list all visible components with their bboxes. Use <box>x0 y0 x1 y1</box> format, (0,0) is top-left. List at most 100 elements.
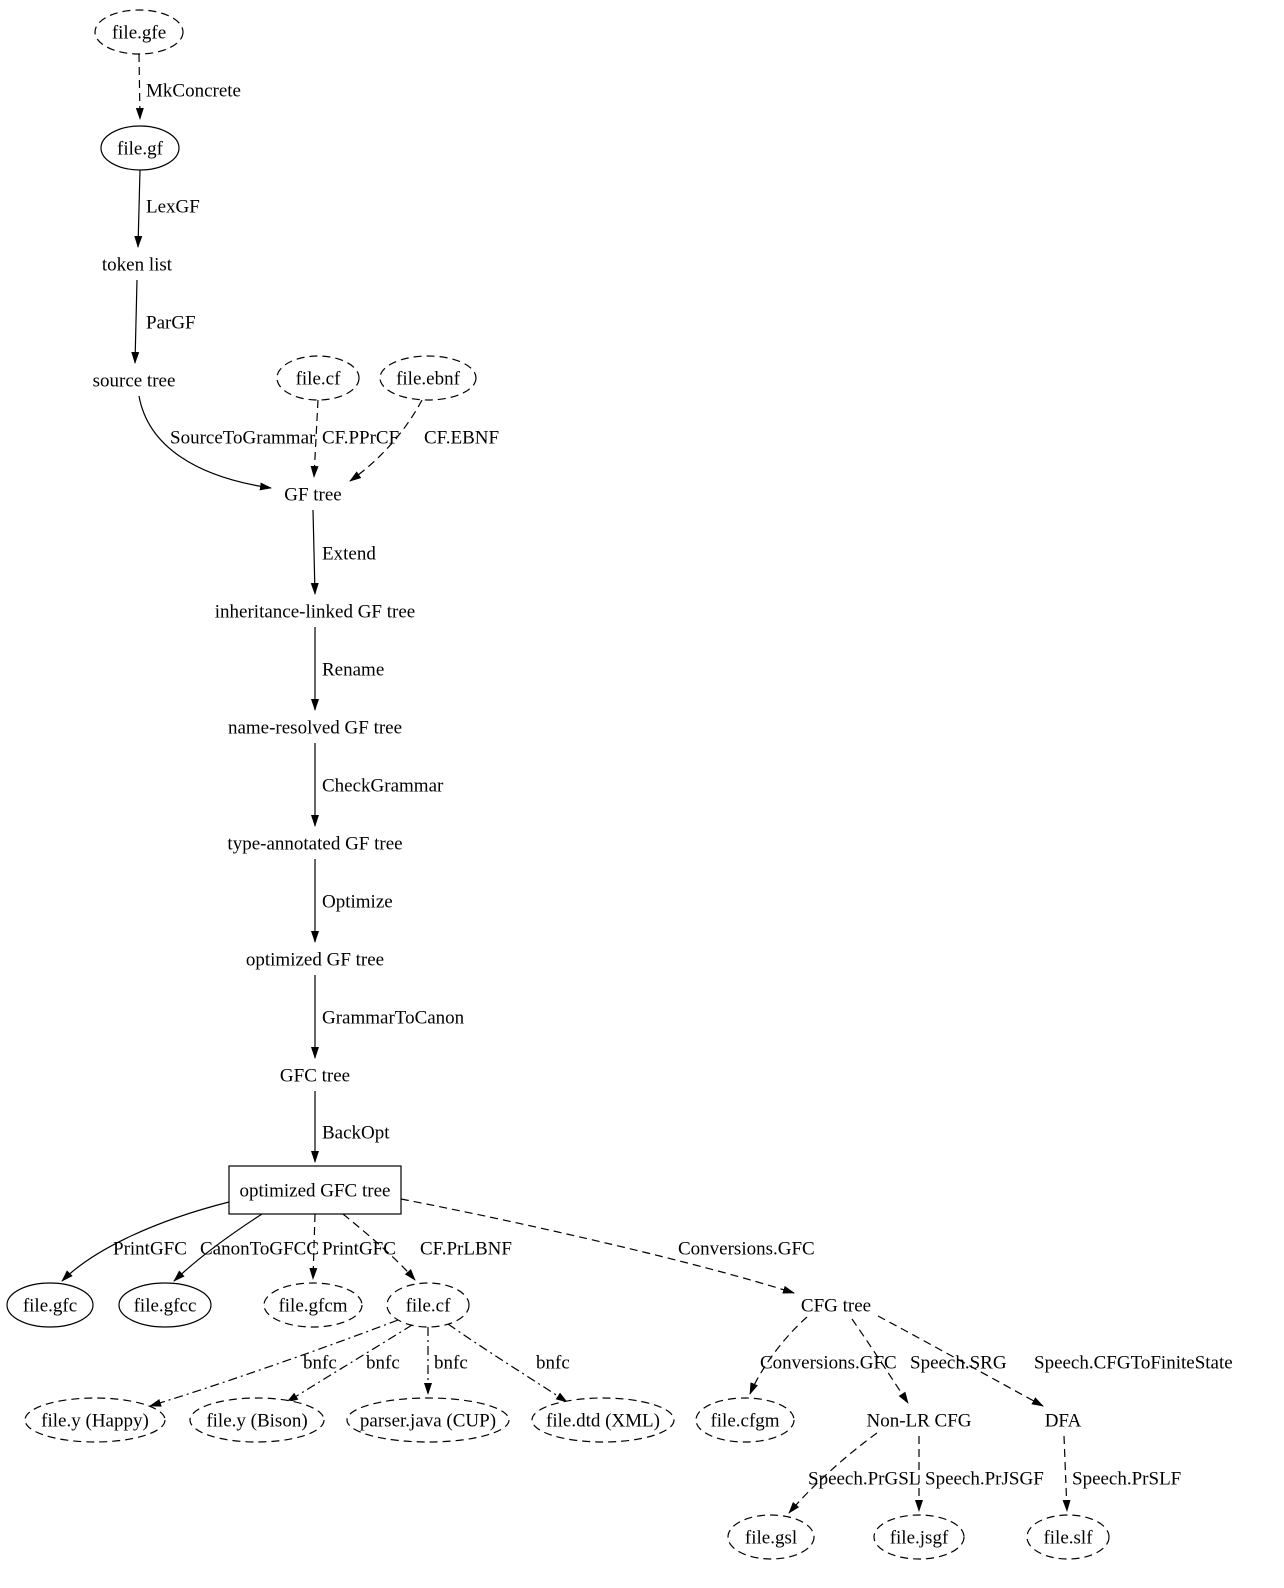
node-label: optimized GFC tree <box>240 1181 391 1202</box>
node-name_tree: name-resolved GF tree <box>228 718 402 739</box>
node-label: token list <box>102 255 173 276</box>
node-file_slf: file.slf <box>1026 1514 1110 1560</box>
edge-label: PrintGFC <box>113 1239 187 1260</box>
edge-opt_gf_tree-to-gfc_tree: GrammarToCanon <box>311 975 465 1059</box>
node-label: file.gf <box>117 139 164 160</box>
edge-inh_tree-to-name_tree: Rename <box>311 627 384 711</box>
node-opt_gfc_tree: optimized GFC tree <box>228 1165 402 1215</box>
node-ellipse <box>100 125 180 171</box>
node-inh_tree: inheritance-linked GF tree <box>215 602 415 623</box>
edge-label: GrammarToCanon <box>322 1008 465 1029</box>
node-label: GF tree <box>284 485 342 506</box>
edge-label: BackOpt <box>322 1123 390 1144</box>
edge-label: Speech.SRG <box>910 1353 1007 1374</box>
node-ellipse <box>386 1282 470 1328</box>
node-file_ebnf: file.ebnf <box>379 355 477 401</box>
edge-line <box>134 169 143 248</box>
edge-line <box>447 1323 568 1403</box>
node-file_cfgm: file.cfgm <box>695 1397 795 1443</box>
edge-label: Optimize <box>322 892 393 913</box>
node-file_y_bison: file.y (Bison) <box>189 1397 325 1443</box>
node-label: file.gfe <box>112 23 166 44</box>
node-label: file.jsgf <box>890 1528 949 1549</box>
edge-label: Speech.PrSLF <box>1072 1469 1181 1490</box>
edge-opt_gfc_tree-to-cfg_tree: Conversions.GFC <box>400 1198 815 1294</box>
node-label: name-resolved GF tree <box>228 718 402 739</box>
edge-label: Conversions.GFC <box>678 1239 815 1260</box>
edge-label: LexGF <box>146 197 200 218</box>
node-label: file.slf <box>1043 1528 1093 1549</box>
node-label: file.y (Bison) <box>206 1411 307 1432</box>
node-label: file.dtd (XML) <box>546 1411 660 1432</box>
node-label: parser.java (CUP) <box>360 1411 496 1432</box>
edge-file_cf_in-to-gf_tree: CF.PPrCF <box>310 399 399 478</box>
node-file_dtd: file.dtd (XML) <box>531 1397 675 1443</box>
node-ellipse <box>727 1514 815 1560</box>
edge-cfg_tree-to-nonlr_cfg: Speech.SRG <box>851 1318 1007 1404</box>
edge-line <box>135 53 144 120</box>
edge-line <box>138 395 272 491</box>
edge-opt_gfc_tree-to-file_gfc: PrintGFC <box>61 1201 230 1282</box>
node-label: source tree <box>93 371 176 392</box>
node-ellipse <box>531 1397 675 1443</box>
edge-label: Conversions.GFC <box>760 1353 897 1374</box>
edge-label: MkConcrete <box>146 81 241 102</box>
edge-label: ParGF <box>146 313 196 334</box>
edge-type_tree-to-opt_gf_tree: Optimize <box>311 859 393 943</box>
node-file_gfe: file.gfe <box>94 9 184 55</box>
node-label: DFA <box>1045 1411 1082 1432</box>
node-label: optimized GF tree <box>246 950 384 971</box>
node-file_gfc: file.gfc <box>6 1282 94 1328</box>
node-dfa: DFA <box>1045 1411 1082 1432</box>
edge-source_tree-to-gf_tree: SourceToGrammar <box>138 395 316 491</box>
node-ellipse <box>276 355 360 401</box>
node-file_gfcc: file.gfcc <box>118 1282 212 1328</box>
node-gfc_tree: GFC tree <box>280 1066 350 1087</box>
node-label: GFC tree <box>280 1066 350 1087</box>
node-label: file.gfcc <box>134 1296 197 1317</box>
edge-line <box>61 1201 230 1282</box>
node-gf_tree: GF tree <box>284 485 342 506</box>
node-label: file.gfc <box>23 1296 77 1317</box>
edge-label: bnfc <box>434 1353 468 1374</box>
node-ellipse <box>94 9 184 55</box>
edge-line <box>877 1315 1044 1407</box>
node-file_gfcm: file.gfcm <box>263 1282 363 1328</box>
node-ellipse <box>24 1397 166 1443</box>
node-label: file.gfcm <box>278 1296 347 1317</box>
edge-line <box>131 279 140 364</box>
node-label: type-annotated GF tree <box>227 834 402 855</box>
edge-label: bnfc <box>366 1353 400 1374</box>
edge-file_cf_out-to-file_dtd: bnfc <box>447 1323 570 1403</box>
node-label: inheritance-linked GF tree <box>215 602 415 623</box>
edge-opt_gfc_tree-to-file_gfcc: CanonToGFCC <box>173 1213 319 1282</box>
edge-label: Rename <box>322 660 384 681</box>
edge-nonlr_cfg-to-file_jsgf: Speech.PrJSGF <box>915 1436 1044 1512</box>
edge-nonlr_cfg-to-file_gsl: Speech.PrGSL <box>788 1432 920 1514</box>
edge-label: Speech.CFGToFiniteState <box>1034 1353 1233 1374</box>
edge-token_list-to-source_tree: ParGF <box>131 279 196 364</box>
edge-label: bnfc <box>303 1353 337 1374</box>
edge-gfc_tree-to-opt_gfc_tree: BackOpt <box>311 1091 390 1163</box>
node-nonlr_cfg: Non-LR CFG <box>866 1411 971 1432</box>
edge-name_tree-to-type_tree: CheckGrammar <box>311 743 444 827</box>
node-ellipse <box>118 1282 212 1328</box>
edge-label: SourceToGrammar <box>170 428 316 449</box>
node-label: file.gsl <box>745 1528 797 1549</box>
node-label: file.cf <box>406 1296 452 1317</box>
edge-file_cf_out-to-file_y_bison: bnfc <box>286 1324 413 1403</box>
node-file_gf: file.gf <box>100 125 180 171</box>
node-ellipse <box>379 355 477 401</box>
edge-gf_tree-to-inh_tree: Extend <box>310 509 376 595</box>
node-ellipse <box>189 1397 325 1443</box>
edge-cfg_tree-to-file_cfgm: Conversions.GFC <box>749 1316 897 1395</box>
edge-line <box>788 1432 878 1514</box>
edge-line <box>349 399 423 482</box>
node-rect <box>228 1165 402 1215</box>
edge-file_ebnf-to-gf_tree: CF.EBNF <box>349 399 499 482</box>
edge-label: CF.EBNF <box>424 428 499 449</box>
node-cfg_tree: CFG tree <box>801 1296 871 1317</box>
